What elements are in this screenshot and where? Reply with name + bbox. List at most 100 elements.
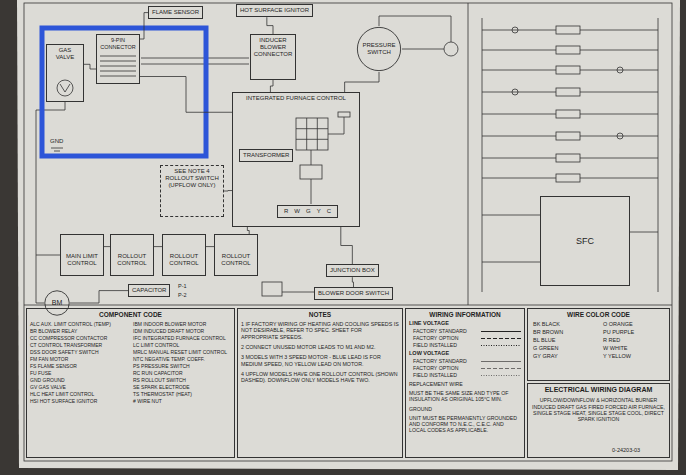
wire-connector: [345, 72, 379, 92]
junction-box: JUNCTION BOX: [326, 264, 379, 277]
ladder-rung: [482, 178, 556, 179]
legend-entry: FIELD INSTALLED: [413, 372, 521, 378]
wire-connector: [247, 227, 249, 234]
sensor-box: FLAME SENSOR: [148, 6, 203, 19]
wiring-note: REPLACEMENT WIRE: [409, 381, 521, 387]
control-board: INTEGRATED FURNACE CONTROLTRANSFORMERRWG…: [232, 92, 360, 227]
coil-symbol: [556, 46, 580, 54]
legend-text: FACTORY STANDARD: [413, 358, 467, 364]
wire-color-entry: R RED: [603, 337, 667, 344]
component-code-entry: DSS DOOR SAFETY SWITCH: [30, 349, 132, 355]
door-switch: BLOWER DOOR SWITCH: [314, 287, 393, 300]
panel-heading: WIRE COLOR CODE: [567, 311, 630, 319]
component-label: HOT SURFACE IGNITOR: [240, 7, 309, 14]
component-code-entry: HSI HOT SURFACE IGNITOR: [30, 398, 132, 404]
motor-wire: [402, 49, 444, 50]
panel-heading: ELECTRICAL WIRING DIAGRAM: [545, 386, 653, 394]
board-trace: [311, 150, 312, 165]
label-column: IBM INDOOR BLOWER MOTORIDM INDUCED DRAFT…: [133, 321, 233, 405]
line-sample: [481, 345, 521, 346]
fuse-symbol: [338, 112, 350, 117]
ground-label: GND: [50, 138, 63, 145]
component-label: ROLLOUT CONTROL: [166, 253, 202, 267]
line-sample: [481, 368, 521, 369]
label-column: BK BLACKBR BROWNBL BLUEG GREENGY GRAY: [533, 321, 597, 361]
component-label: BM: [52, 299, 63, 307]
ladder-rung: [482, 70, 556, 71]
wire-connector: [224, 190, 232, 191]
component-code-entry: IFC INTEGRATED FURNACE CONTROL: [133, 335, 233, 341]
transformer-box: TRANSFORMER: [239, 149, 293, 162]
relay-symbol: [300, 165, 322, 179]
ignitor-box: HOT SURFACE IGNITOR: [236, 4, 313, 17]
connector-pin: [100, 66, 136, 67]
wiring-subheading: LOW VOLTAGE: [409, 350, 449, 357]
legend-entry: FIELD INSTALLED: [413, 342, 521, 348]
wire-color-entry: G GREEN: [533, 345, 597, 352]
label-column: 1 IF FACTORY WIRING OF HEATING AND COOLI…: [241, 321, 399, 388]
component-code-entry: PS PRESSURE SWITCH: [133, 363, 233, 369]
component-label: TRANSFORMER: [243, 152, 289, 159]
component-code-entry: FU FUSE: [30, 370, 132, 376]
coil-symbol: [556, 26, 580, 34]
component-label: MAIN LIMIT CONTROL: [64, 253, 100, 267]
component-label: ROLLOUT CONTROL: [218, 253, 254, 267]
component-label: PRESSURE SWITCH: [356, 42, 402, 56]
wire-color-entry: BL BLUE: [533, 337, 597, 344]
legend-text: FIELD INSTALLED: [413, 342, 457, 348]
gas-valve-box: GAS VALVE: [46, 44, 84, 102]
section-divider: [24, 305, 672, 306]
component-label: GAS VALVE: [50, 47, 80, 61]
component-label: CAPACITOR: [132, 287, 166, 294]
drawing-frame: [24, 3, 672, 461]
ladder-rung: [580, 92, 658, 93]
component-code-entry: GND GROUND: [30, 377, 132, 383]
terminal-strip: RWGYC: [277, 205, 338, 218]
component-code-entry: HLC HEAT LIMIT CONTROL: [30, 391, 132, 397]
line-sample: [481, 336, 521, 341]
limit-control: ROLLOUT CONTROL: [214, 234, 258, 276]
contact-symbol: [512, 89, 518, 95]
component-code-entry: GV GAS VALVE: [30, 384, 132, 390]
component-code-entry: MRLC MANUAL RESET LIMIT CONTROL: [133, 349, 233, 355]
panel-heading: WIRING INFORMATION: [429, 311, 500, 319]
legend-entry: FACTORY STANDARD: [413, 328, 521, 334]
motor-wire: [379, 16, 451, 42]
control-module: SFC: [540, 196, 630, 286]
rollout-region: SEE NOTE 4ROLLOUT SWITCH (UPFLOW ONLY): [160, 165, 224, 217]
component-label: Y: [317, 208, 321, 215]
wire-color-entry: O ORANGE: [603, 321, 667, 328]
limit-control: ROLLOUT CONTROL: [110, 234, 154, 276]
label-column: REPLACEMENT WIREMUST BE THE SAME SIZE AN…: [409, 381, 521, 437]
ladder-rung: [482, 114, 556, 115]
component-code-entry: FS FLAME SENSOR: [30, 363, 132, 369]
pressure-switch: PRESSURE SWITCH: [356, 26, 402, 72]
component-label: SFC: [576, 236, 594, 247]
ladder-rung: [580, 114, 658, 115]
power-wire: [282, 292, 314, 293]
wire-connector: [352, 277, 353, 287]
line-sample: [481, 331, 521, 332]
ladder-rung: [482, 50, 556, 51]
board-connector: [306, 118, 307, 150]
board-trace: [328, 117, 344, 134]
component-code-entry: ALC AUX. LIMIT CONTROL (TEMP): [30, 321, 132, 327]
power-supply-symbol: [262, 282, 282, 296]
wire-color-entry: GY GRAY: [533, 353, 597, 360]
contact-symbol: [617, 67, 623, 73]
motor-symbol: [444, 42, 458, 56]
component-code-entry: CT CONTROL TRANSFORMER: [30, 342, 132, 348]
ladder-rung: [580, 30, 658, 31]
line-sample: [481, 375, 521, 376]
label-column: ALC AUX. LIMIT CONTROL (TEMP)BR BLOWER R…: [30, 321, 132, 405]
wiring-subheading: LINE VOLTAGE: [409, 320, 449, 327]
harness-wire: [141, 64, 249, 65]
board-connector: [296, 118, 328, 150]
ladder-rung: [580, 158, 658, 159]
component-code-entry: RS ROLLOUT SWITCH: [133, 377, 233, 383]
line-voltage-wire: [36, 255, 60, 256]
connector-pin: [100, 61, 136, 62]
